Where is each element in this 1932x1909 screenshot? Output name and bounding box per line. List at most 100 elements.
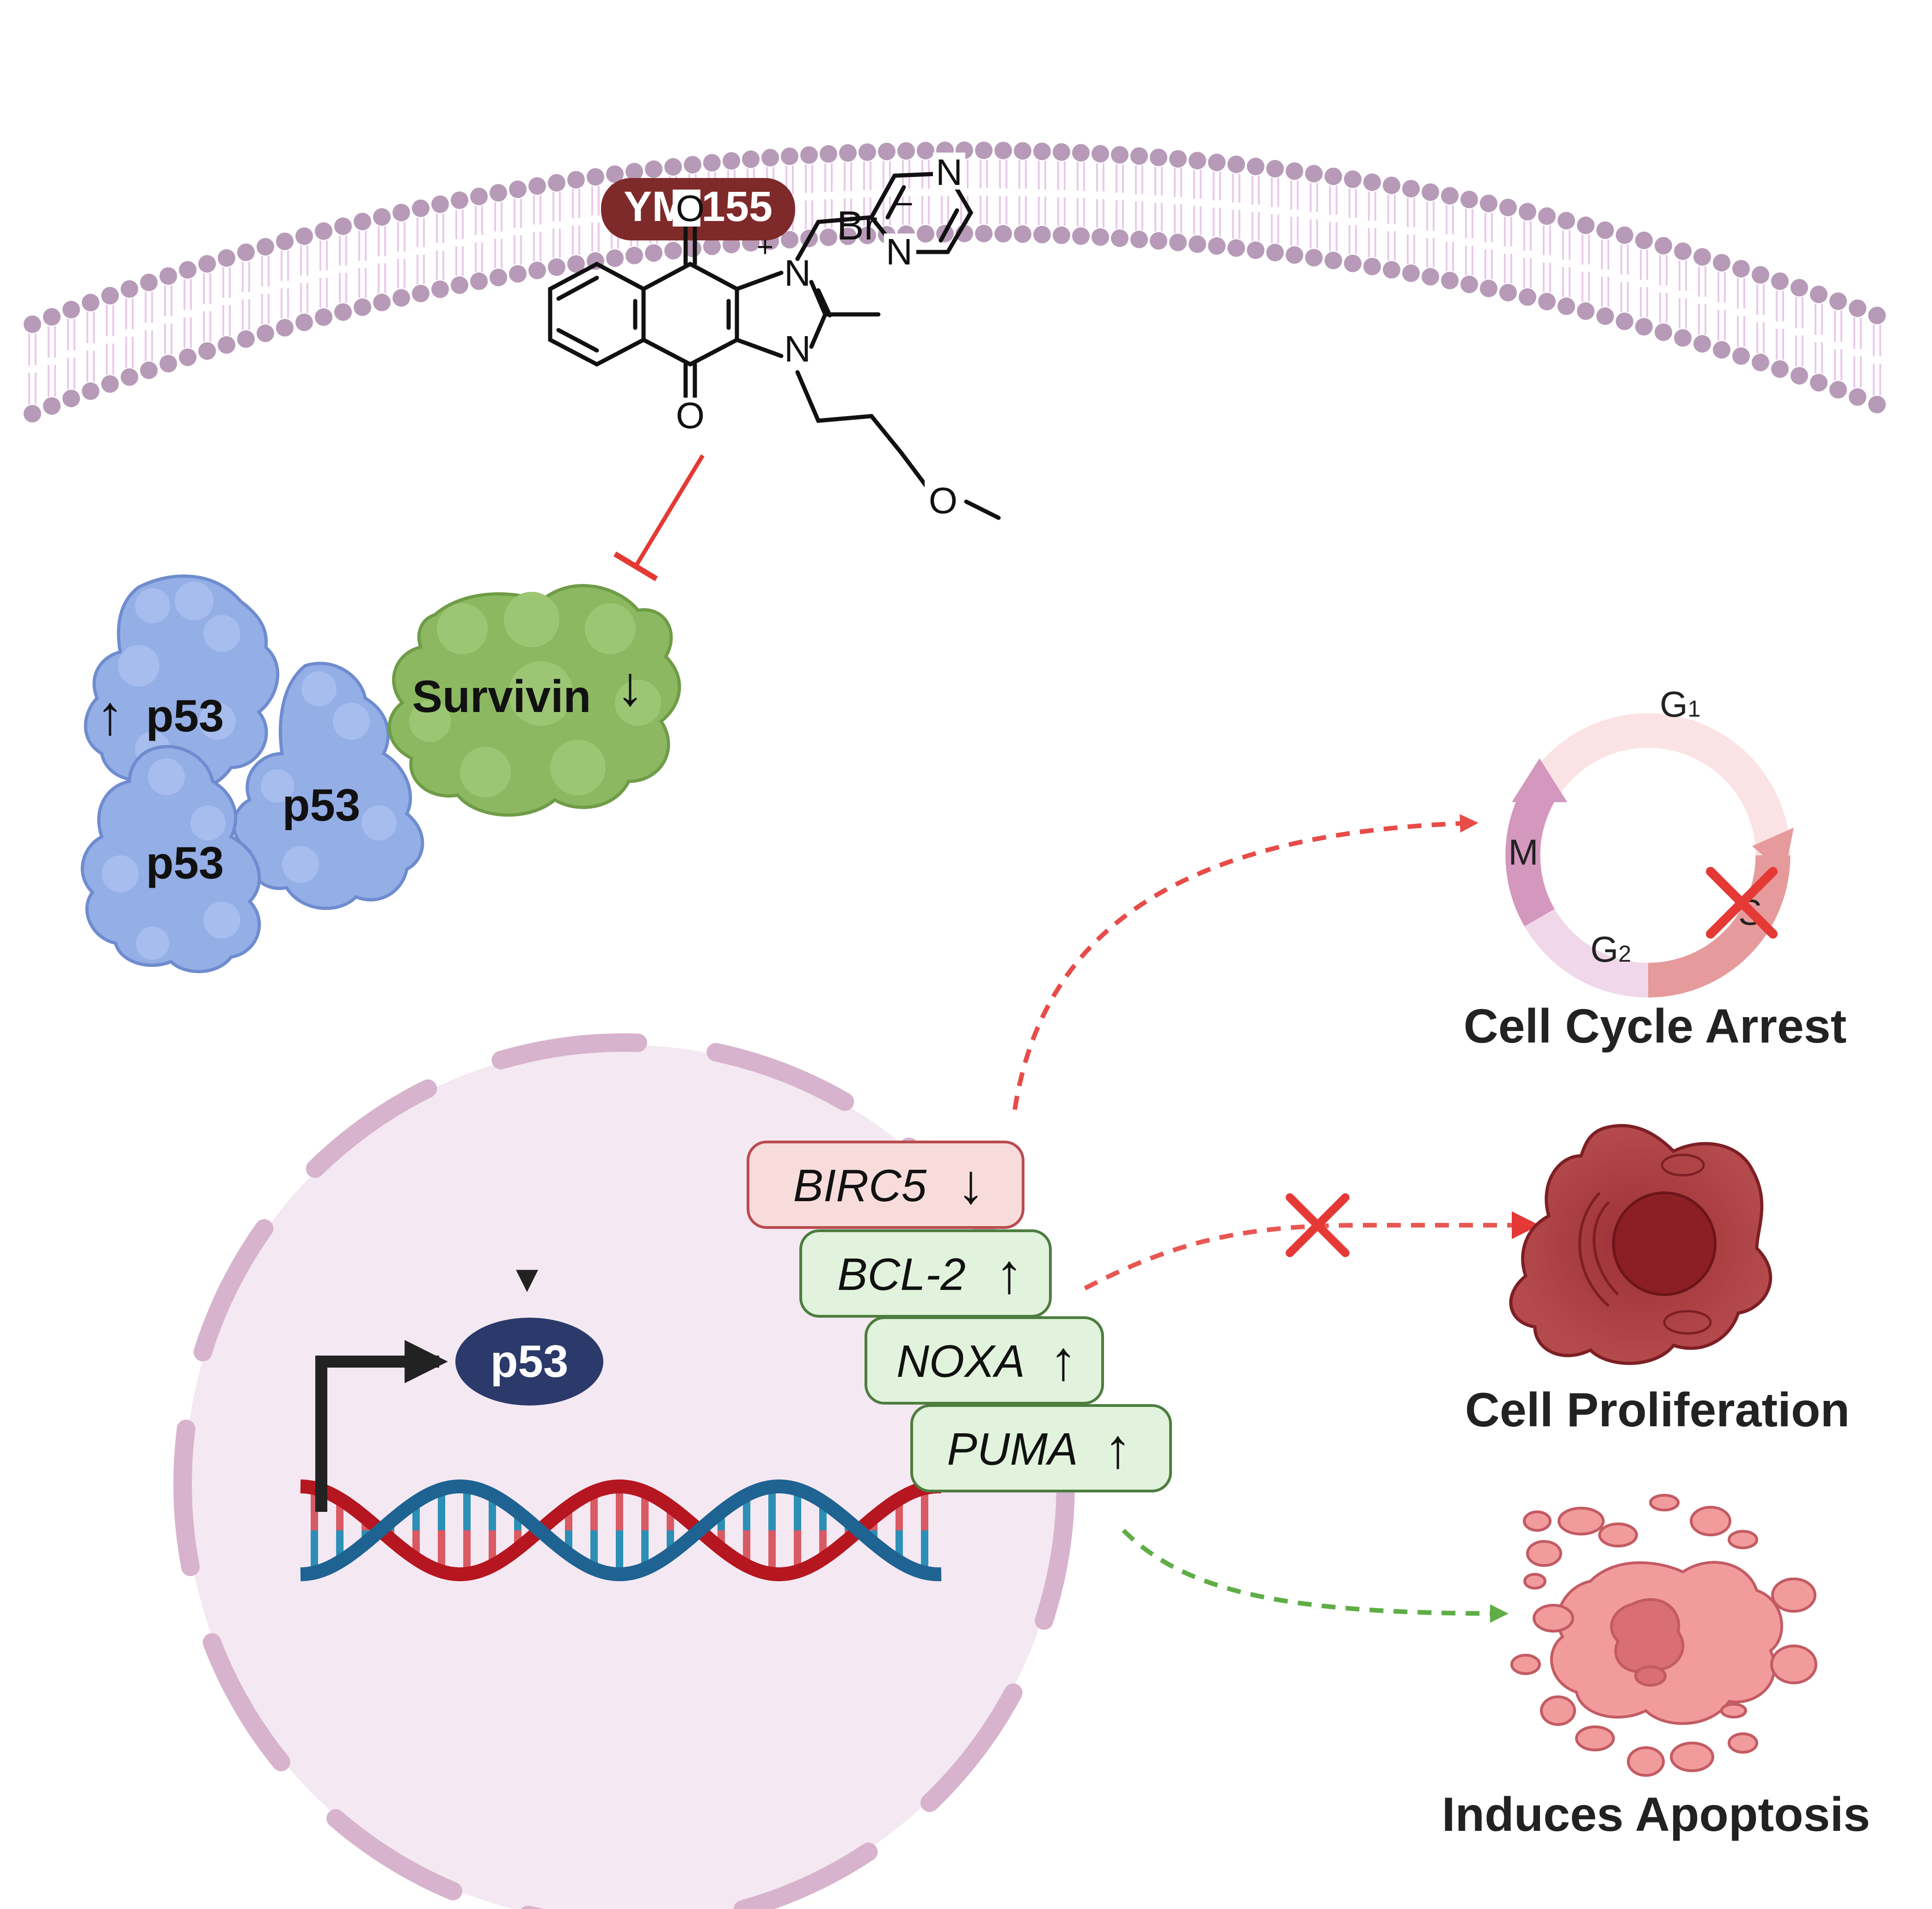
lipid-head-outer: [1538, 207, 1556, 225]
transcription-start-arrow: [315, 1340, 448, 1512]
lipid-head-outer: [101, 287, 119, 305]
lipid-head-inner: [43, 397, 61, 415]
lipid-head-outer: [1519, 203, 1536, 221]
lipid-tail: [1737, 278, 1745, 347]
p53-protein-right: [232, 662, 424, 910]
lipid-head-outer: [1150, 148, 1167, 166]
lipid-head-outer: [820, 145, 837, 163]
lipid-head-inner: [1402, 264, 1420, 282]
lipid-head-inner: [917, 225, 934, 243]
counter-ion-charge: −: [895, 186, 914, 222]
lipid-tail: [455, 209, 464, 276]
gene-name-birc5: BIRC5: [793, 1160, 927, 1211]
lipid-head-inner: [1286, 246, 1303, 264]
lipid-head-inner: [1732, 347, 1750, 365]
lipid-tail: [1582, 234, 1590, 302]
lipid-tail: [1717, 272, 1726, 341]
lipid-head-outer: [393, 203, 410, 221]
lipid-head-outer: [664, 158, 682, 176]
lipid-head-outer: [1383, 176, 1400, 194]
lipid-tail: [824, 163, 833, 228]
lipid-tail: [261, 256, 270, 324]
lipid-head-inner: [218, 336, 235, 354]
dna-strand-blue: [300, 1479, 942, 1582]
ym155-structure: YM-155 Br −: [548, 152, 1001, 582]
lipid-tail: [844, 162, 852, 227]
lipid-head-inner: [1519, 288, 1536, 306]
gene-name-puma: PUMA: [947, 1424, 1078, 1474]
lipid-tail: [1329, 185, 1337, 252]
phase-g2-label: G2: [1590, 929, 1631, 970]
lipid-head-inner: [237, 330, 255, 348]
lipid-head-outer: [684, 156, 701, 174]
arrow-to-apoptosis: [1122, 1528, 1509, 1623]
lipid-head-outer: [1655, 237, 1672, 255]
lipid-head-inner: [1111, 229, 1129, 247]
lipid-head-outer: [1227, 155, 1245, 173]
lipid-head-inner: [490, 269, 507, 287]
gene-arrow-bcl2: ↑: [995, 1243, 1023, 1305]
lipid-head-inner: [198, 342, 216, 360]
lipid-head-inner: [1713, 341, 1730, 359]
lipid-head-outer: [24, 315, 41, 333]
atom-n-plus: N: [784, 252, 811, 294]
lipid-tail: [1290, 180, 1299, 246]
counter-ion-label: Br: [837, 203, 877, 248]
structure-atoms: O O N + N O N N: [673, 152, 965, 521]
lipid-head-inner: [1422, 268, 1439, 286]
lipid-head-inner: [295, 313, 313, 331]
lipid-head-outer: [1266, 160, 1284, 178]
lipid-head-inner: [334, 303, 352, 321]
lipid-tail: [222, 267, 231, 336]
lipid-tail: [475, 205, 483, 272]
gene-arrow-noxa: ↑: [1049, 1330, 1077, 1392]
lipid-tail: [1349, 188, 1357, 254]
lipid-head-outer: [218, 249, 235, 267]
lipid-head-outer: [1810, 285, 1828, 303]
lipid-tail: [145, 291, 153, 361]
lipid-head-outer: [470, 187, 488, 205]
lipid-head-outer: [1713, 254, 1730, 272]
lipid-head-outer: [1014, 142, 1031, 160]
lipid-head-outer: [1596, 221, 1614, 239]
protein-complex: ↑ p53 p53 p53 Survivin ↓: [80, 574, 681, 973]
lipid-head-outer: [1111, 146, 1129, 164]
lipid-tail: [1446, 205, 1454, 271]
lipid-tail: [494, 202, 503, 269]
lipid-tail: [591, 186, 600, 252]
lipid-tail: [67, 319, 75, 389]
p53-label-top: p53: [146, 690, 224, 741]
lipid-tail: [28, 333, 37, 405]
lipid-head-inner: [1558, 297, 1575, 315]
target-genes: BIRC5 ↓ BCL-2 ↑ NOXA ↑ PUMA ↑: [747, 1141, 1172, 1492]
lipid-head-inner: [1752, 353, 1769, 371]
gene-name-bcl2: BCL-2: [837, 1249, 966, 1300]
lipid-head-outer: [1693, 248, 1711, 266]
lipid-head-outer: [1849, 299, 1866, 317]
lipid-tail: [48, 326, 56, 397]
lipid-head-inner: [567, 255, 585, 273]
atom-n-pyr-top: N: [936, 152, 963, 193]
lipid-tail: [125, 298, 134, 368]
lipid-tail: [1251, 176, 1260, 241]
lipid-head-outer: [1189, 152, 1206, 170]
arrow-from-proliferation: [1080, 1223, 1521, 1292]
lipid-head-inner: [412, 284, 429, 302]
p53-up-arrow: ↑: [96, 684, 124, 746]
lipid-tail: [1523, 221, 1532, 288]
lipid-tail: [203, 273, 211, 342]
lipid-head-outer: [509, 180, 527, 198]
lipid-tail: [397, 221, 405, 289]
lipid-head-inner: [1169, 233, 1187, 252]
lipid-head-inner: [1363, 258, 1381, 276]
lipid-head-inner: [1460, 276, 1478, 294]
lipid-head-inner: [781, 231, 798, 249]
lipid-head-inner: [1247, 241, 1264, 259]
lipid-tail: [1426, 201, 1435, 268]
atom-o-bottom: O: [676, 395, 705, 436]
atom-n-lower: N: [784, 328, 811, 369]
lipid-head-outer: [1635, 231, 1653, 249]
lipid-tail: [1018, 160, 1027, 225]
inhibition-arrow: [634, 454, 705, 568]
lipid-head-inner: [509, 265, 527, 283]
